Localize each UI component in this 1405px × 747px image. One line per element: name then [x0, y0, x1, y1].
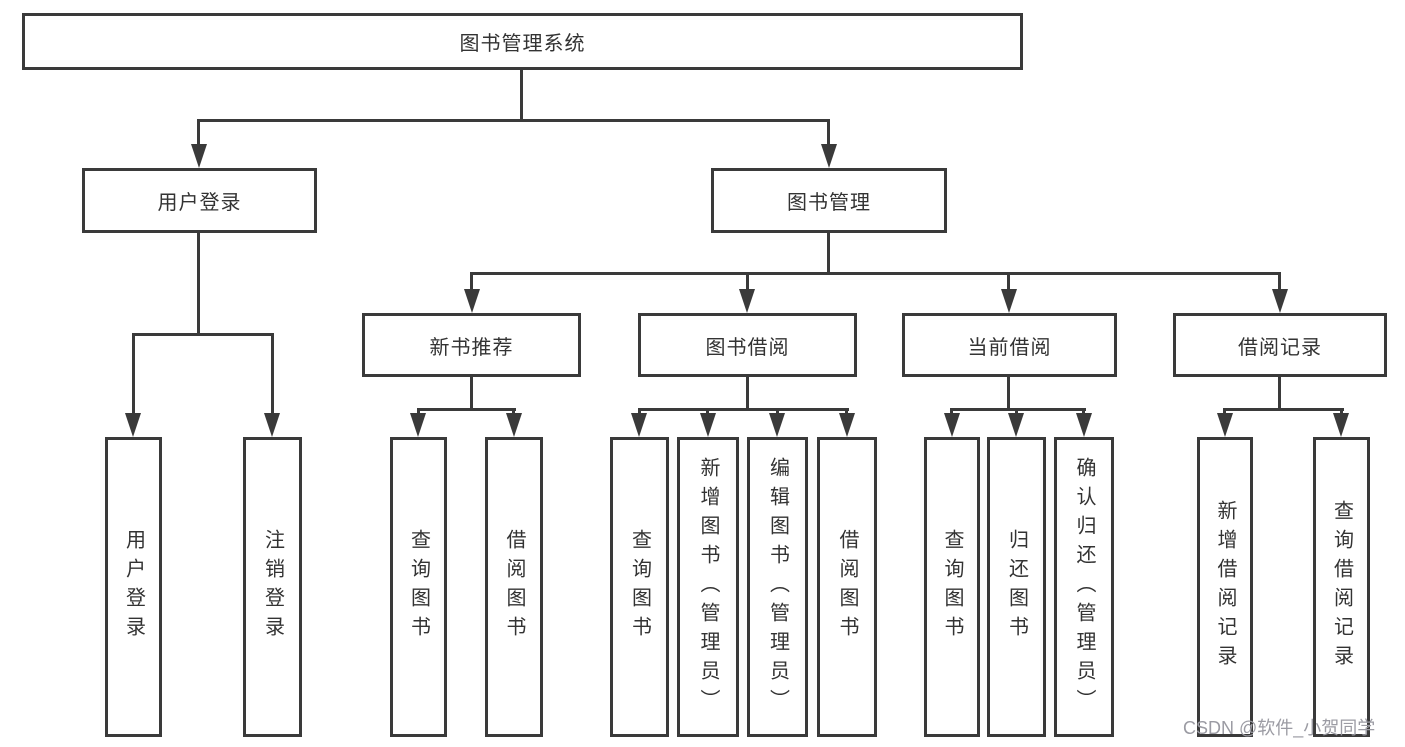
- arrowhead-icon: [839, 413, 855, 437]
- connector-shaft-leaf-logout: [271, 335, 274, 415]
- arrowhead-current-borrow-icon: [1001, 289, 1017, 313]
- connector-book-management-hline: [470, 272, 1281, 275]
- arrowhead-icon: [944, 413, 960, 437]
- arrowhead-icon: [1076, 413, 1092, 437]
- arrowhead-book-management-icon: [821, 144, 837, 168]
- leaf-logout: 注销登录: [243, 437, 302, 737]
- node-label: 当前借阅: [967, 336, 1052, 359]
- arrowhead-icon: [410, 413, 426, 437]
- arrowhead-icon: [506, 413, 522, 437]
- leaf-label: 注销登录: [261, 529, 284, 645]
- leaf-label: 查询图书: [407, 529, 430, 645]
- leaf-query-borrow-record: 查询借阅记录: [1313, 437, 1370, 737]
- leaf-label: 用户登录: [122, 529, 145, 645]
- arrowhead-user-login-icon: [191, 144, 207, 168]
- leaf-current-query-books: 查询图书: [924, 437, 980, 737]
- connector-shaft-current-borrow: [1007, 274, 1010, 290]
- connector-root-vline: [520, 70, 523, 120]
- leaf-borrow-books: 借阅图书: [817, 437, 877, 737]
- connector-current-borrow-vline: [1007, 377, 1010, 410]
- leaf-label: 查询图书: [628, 529, 651, 645]
- csdn-watermark: CSDN @软件_小贺同学: [1183, 718, 1376, 738]
- leaf-add-borrow-record: 新增借阅记录: [1197, 437, 1253, 737]
- connector-shaft-user-login: [197, 120, 200, 146]
- leaf-label: 编辑图书（管理员）: [766, 456, 789, 718]
- leaf-label: 查询借阅记录: [1330, 500, 1353, 674]
- connector-current-borrow-hline: [950, 408, 1086, 411]
- node-library-system: 图书管理系统: [22, 13, 1023, 70]
- node-new-book-recommend: 新书推荐: [362, 313, 581, 377]
- connector-book-borrow-hline: [638, 408, 849, 411]
- node-label: 图书管理: [787, 192, 871, 214]
- leaf-label: 借阅图书: [503, 529, 525, 645]
- node-label: 新书推荐: [429, 336, 514, 359]
- node-label: 用户登录: [157, 192, 242, 214]
- leaf-borrow-query-books: 查询图书: [610, 437, 669, 737]
- leaf-recommend-query-books: 查询图书: [390, 437, 447, 737]
- leaf-user-login: 用户登录: [105, 437, 162, 737]
- connector-shaft-leaf-user-login: [132, 335, 135, 415]
- leaf-add-books-admin: 新增图书（管理员）: [677, 437, 739, 737]
- connector-shaft-new-book: [470, 274, 473, 290]
- arrowhead-icon: [769, 413, 785, 437]
- connector-user-login-vline: [197, 232, 200, 335]
- node-user-login: 用户登录: [82, 168, 317, 233]
- arrowhead-book-borrow-icon: [739, 289, 755, 313]
- arrowhead-leaf-logout-icon: [264, 413, 280, 437]
- connector-borrow-records-hline: [1223, 408, 1344, 411]
- arrowhead-borrow-records-icon: [1272, 289, 1288, 313]
- connector-new-book-hline: [417, 408, 516, 411]
- leaf-label: 借阅图书: [836, 529, 858, 645]
- node-book-management: 图书管理: [711, 168, 947, 233]
- arrowhead-icon: [1217, 413, 1233, 437]
- leaf-label: 归还图书: [1005, 529, 1028, 645]
- arrowhead-icon: [1333, 413, 1349, 437]
- connector-user-login-hline: [132, 333, 274, 336]
- arrowhead-icon: [631, 413, 647, 437]
- leaf-return-books: 归还图书: [987, 437, 1046, 737]
- leaf-confirm-return-admin: 确认归还（管理员）: [1054, 437, 1114, 737]
- connector-book-management-vline: [827, 233, 830, 274]
- connector-book-borrow-vline: [746, 377, 749, 410]
- connector-shaft-book-borrow: [746, 274, 749, 290]
- node-label: 图书管理系统: [459, 33, 586, 55]
- arrowhead-icon: [700, 413, 716, 437]
- connector-borrow-records-vline: [1278, 377, 1281, 410]
- leaf-recommend-borrow-books: 借阅图书: [485, 437, 543, 737]
- node-current-borrow: 当前借阅: [902, 313, 1117, 377]
- node-label: 图书借阅: [705, 336, 790, 359]
- arrowhead-leaf-user-login-icon: [125, 413, 141, 437]
- arrowhead-new-book-icon: [464, 289, 480, 313]
- node-borrow-records: 借阅记录: [1173, 313, 1387, 377]
- leaf-label: 查询图书: [941, 529, 963, 645]
- connector-shaft-book-management: [827, 120, 830, 146]
- connector-shaft-borrow-records: [1278, 274, 1281, 290]
- node-book-borrow: 图书借阅: [638, 313, 857, 377]
- connector-root-hline: [197, 119, 830, 122]
- leaf-label: 新增借阅记录: [1214, 500, 1236, 674]
- leaf-edit-books-admin: 编辑图书（管理员）: [747, 437, 808, 737]
- arrowhead-icon: [1008, 413, 1024, 437]
- leaf-label: 确认归还（管理员）: [1073, 456, 1095, 718]
- node-label: 借阅记录: [1238, 336, 1322, 359]
- connector-new-book-vline: [470, 377, 473, 410]
- leaf-label: 新增图书（管理员）: [697, 456, 719, 718]
